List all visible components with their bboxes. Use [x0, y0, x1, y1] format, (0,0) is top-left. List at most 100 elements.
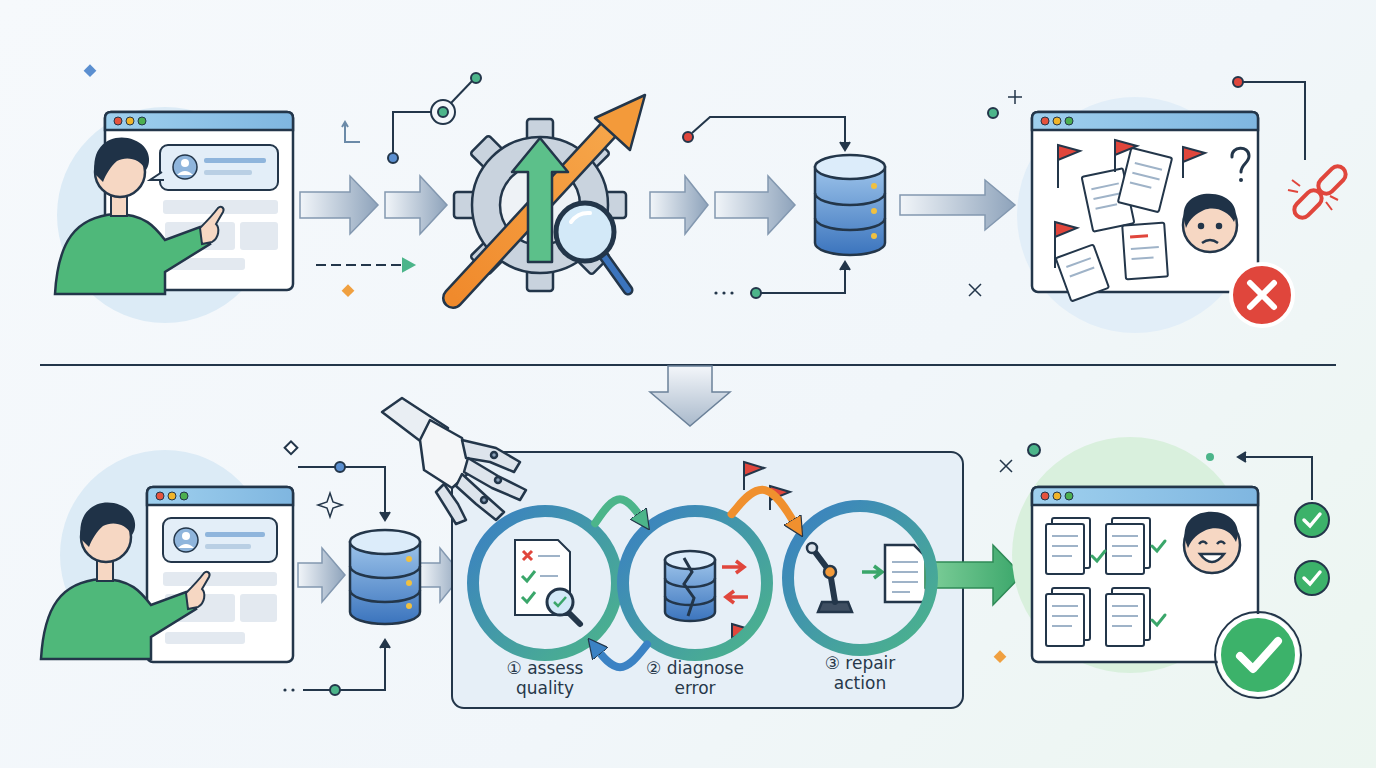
success-result — [1052, 605, 1078, 607]
flag-marker — [744, 462, 764, 476]
failed-result — [1288, 180, 1338, 210]
decoration — [683, 132, 693, 142]
database-symbol — [350, 566, 420, 578]
success-result — [1184, 512, 1240, 573]
failed-result — [1056, 244, 1109, 301]
step-ring — [473, 511, 617, 655]
flag-marker — [770, 486, 790, 500]
decoration — [342, 122, 348, 127]
decoration — [722, 291, 725, 294]
failed-result — [1132, 173, 1159, 180]
robot-hand — [382, 398, 526, 524]
assess-icon — [522, 592, 535, 602]
assess-icon — [547, 589, 573, 615]
failed-result — [1096, 204, 1118, 209]
database-symbol — [815, 155, 885, 179]
failed-result — [1184, 194, 1236, 228]
success-result — [1092, 541, 1165, 625]
database-symbol — [871, 208, 877, 214]
success-result — [1052, 625, 1072, 627]
database-symbol — [350, 590, 420, 602]
decoration — [340, 642, 385, 690]
user-browser — [41, 503, 210, 659]
optimize-gear — [603, 255, 628, 290]
success-result — [1053, 492, 1061, 500]
user-browser — [205, 544, 251, 549]
database-symbol — [815, 218, 885, 230]
flow-arrow — [715, 176, 795, 234]
success-result — [1065, 492, 1073, 500]
diagnose-icon — [665, 578, 715, 587]
failed-result — [1093, 193, 1120, 199]
failed-result — [1065, 117, 1073, 125]
loop-step: ③ repair action — [780, 498, 940, 658]
failed-result — [1055, 140, 1205, 268]
flow-arrow — [300, 176, 1015, 234]
assess-icon — [523, 551, 532, 560]
database-symbol — [871, 183, 877, 189]
decoration — [840, 142, 850, 150]
user-browser — [126, 117, 134, 125]
decoration — [1000, 460, 1012, 472]
database-symbol — [871, 233, 877, 239]
database-symbol — [350, 530, 420, 554]
success-result — [1112, 615, 1138, 617]
failed-result — [1183, 147, 1205, 162]
loop-step: ② diagnose error — [615, 503, 775, 663]
decoration — [451, 80, 473, 103]
robot-hand — [436, 484, 466, 524]
user-browser — [240, 222, 278, 250]
decoration — [692, 117, 845, 148]
failed-result — [1053, 117, 1061, 125]
success-result — [1219, 616, 1297, 694]
database-symbol — [406, 556, 412, 562]
decoration — [335, 462, 345, 472]
success-result — [1112, 535, 1138, 537]
database-symbol — [406, 603, 412, 609]
database-symbol — [350, 530, 420, 624]
success-result — [1052, 545, 1078, 547]
step-label-group: ② diagnose error — [639, 658, 751, 698]
decoration — [403, 259, 414, 271]
success-result — [1304, 514, 1320, 526]
repair-icon — [862, 566, 882, 578]
user-browser — [147, 487, 293, 662]
decoration — [1028, 444, 1040, 456]
user-browser — [177, 171, 193, 175]
success-result — [1185, 512, 1238, 548]
step-ring — [615, 503, 775, 663]
flow-connector — [593, 644, 647, 667]
failed-result — [1130, 236, 1148, 237]
success-result — [1032, 487, 1258, 505]
failed-result — [1232, 148, 1249, 172]
optimize-gear — [595, 95, 645, 150]
user-browser — [204, 158, 266, 163]
failed-result — [1199, 224, 1203, 228]
user-browser — [163, 518, 277, 562]
failed-result — [1056, 244, 1109, 301]
repair-icon — [824, 566, 836, 578]
decoration — [840, 262, 850, 270]
success-result — [1295, 503, 1329, 537]
decoration — [994, 650, 1007, 663]
user-browser — [156, 492, 164, 500]
failed-result — [1066, 258, 1090, 267]
user-browser — [180, 492, 188, 500]
loop-panel — [452, 452, 963, 708]
decoration — [438, 107, 448, 117]
repair-icon — [892, 571, 918, 573]
decoration — [761, 264, 845, 293]
success-result — [1012, 437, 1329, 698]
failed-result — [1231, 264, 1293, 326]
database-symbol — [406, 580, 412, 586]
robot-hand — [481, 497, 487, 503]
decoration — [431, 100, 455, 124]
failed-result — [1217, 224, 1221, 228]
success-result — [1052, 555, 1072, 557]
repair-icon — [807, 543, 817, 553]
success-result — [1112, 625, 1132, 627]
failed-result — [1122, 223, 1168, 280]
loop-step: ① assess quality — [465, 503, 625, 663]
divider — [40, 365, 1336, 426]
